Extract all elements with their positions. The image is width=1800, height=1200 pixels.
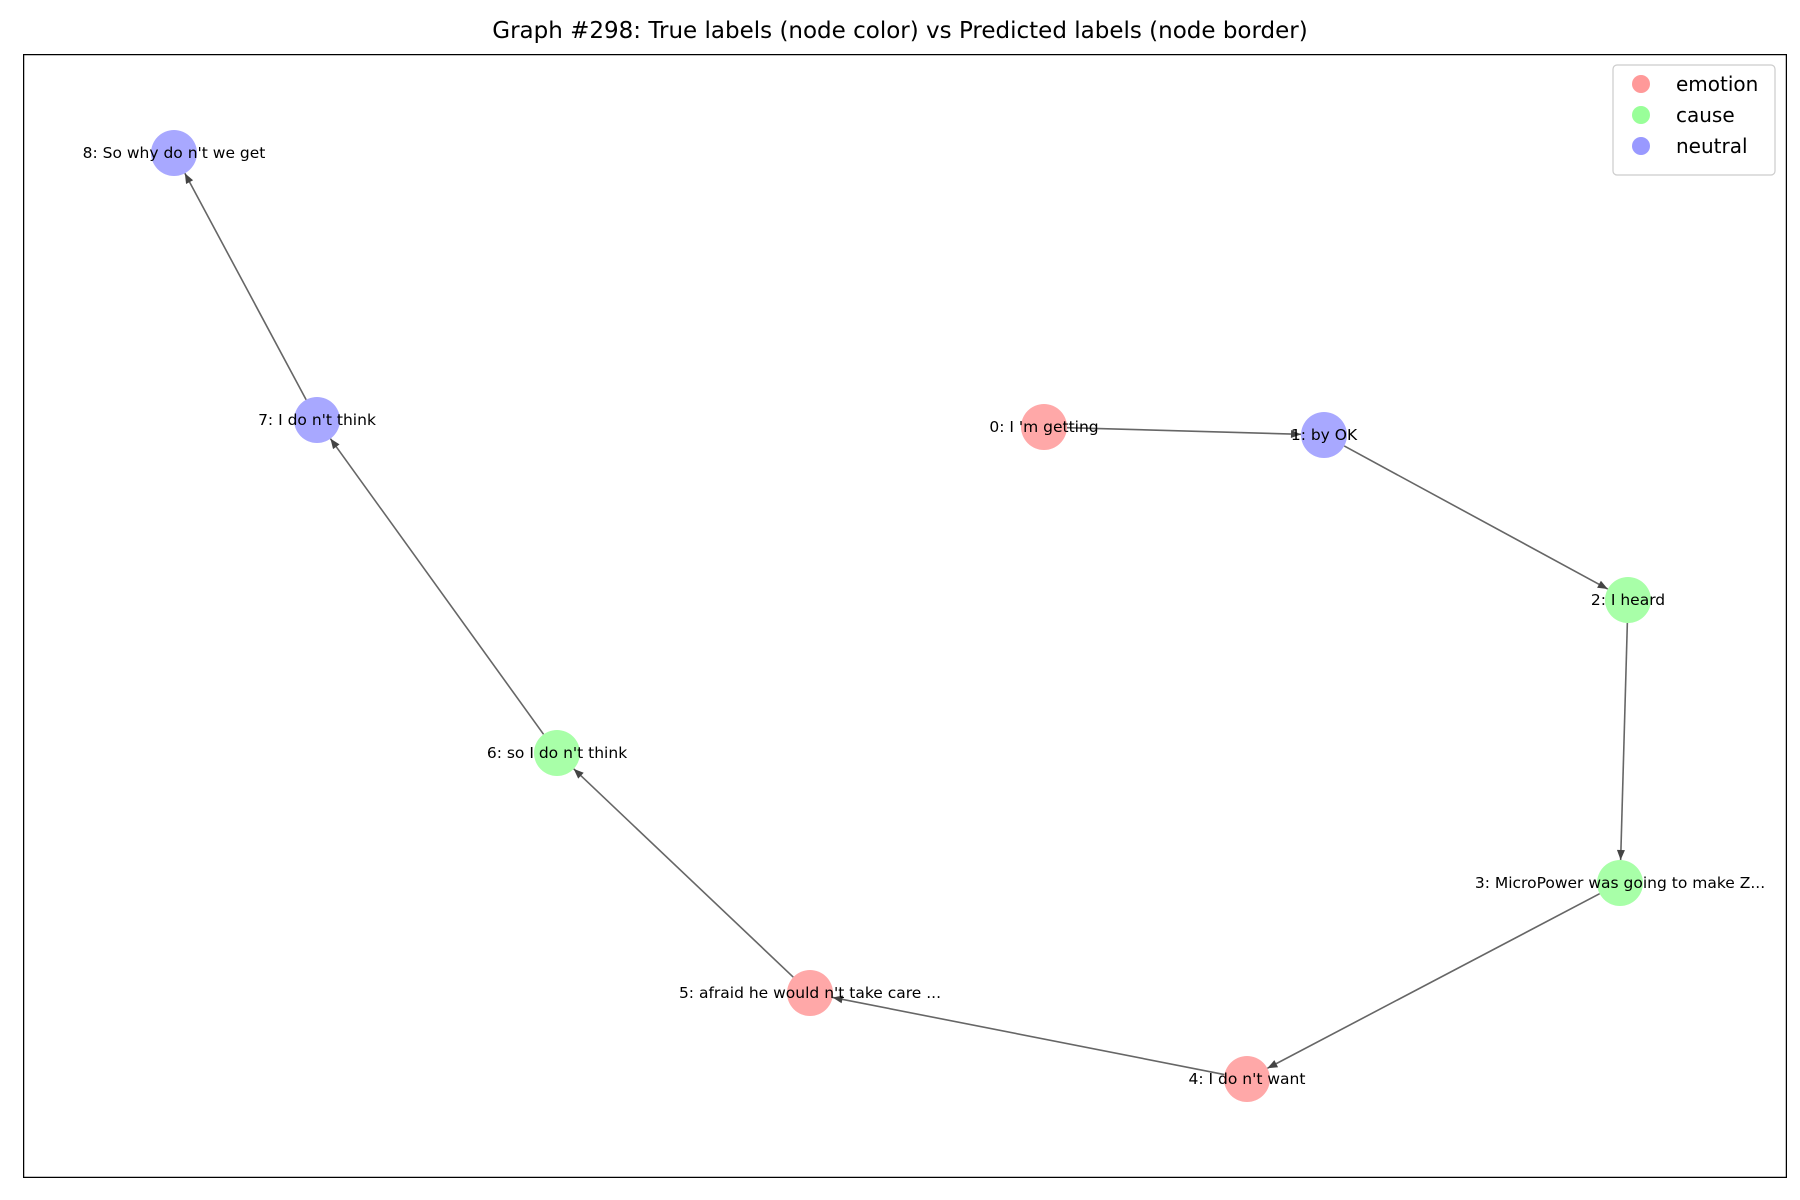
node-1[interactable] [1301, 412, 1347, 458]
node-2[interactable] [1605, 577, 1651, 623]
edge-4-5 [832, 996, 1225, 1076]
node-label-4: 4: I do n't want [1189, 1070, 1306, 1088]
node-3[interactable] [1597, 860, 1643, 906]
legend-marker-neutral [1632, 137, 1650, 155]
edge-arrowhead-0-1 [1290, 430, 1302, 439]
chart-title: Graph #298: True labels (node color) vs … [492, 18, 1308, 44]
node-4[interactable] [1224, 1056, 1270, 1102]
node-0[interactable] [1021, 404, 1067, 450]
edge-arrowhead-6-7 [330, 438, 340, 450]
node-6[interactable] [534, 730, 580, 776]
node-label-2: 2: I heard [1591, 591, 1665, 609]
node-label-5: 5: afraid he would n't take care ... [679, 984, 941, 1002]
node-7[interactable] [294, 397, 340, 443]
legend-marker-emotion [1632, 75, 1650, 93]
edge-arrowhead-7-8 [184, 173, 194, 184]
edge-arrowhead-3-4 [1267, 1060, 1279, 1069]
node-label-1: 1: by OK [1291, 426, 1358, 444]
plot-frame [23, 54, 1787, 1178]
legend-label-emotion: emotion [1676, 72, 1758, 96]
node-label-3: 3: MicroPower was going to make Z... [1475, 874, 1765, 892]
node-5[interactable] [787, 970, 833, 1016]
legend-marker-cause [1632, 106, 1650, 124]
edge-6-7 [329, 438, 545, 735]
edge-arrowhead-4-5 [832, 995, 844, 1004]
legend: emotion cause neutral [1612, 64, 1776, 176]
edge-arrowhead-1-2 [1597, 580, 1608, 590]
nodes-layer [151, 130, 1651, 1102]
edges-layer [184, 172, 1629, 1076]
edge-arrowhead-5-6 [573, 768, 584, 779]
graph-canvas: 0: I 'm getting 1: by OK 2: I heard 3: Micr… [23, 54, 1787, 1178]
legend-label-cause: cause [1676, 103, 1735, 127]
node-label-0: 0: I 'm getting [989, 418, 1098, 436]
edge-1-2 [1343, 445, 1609, 590]
edge-5-6 [573, 768, 794, 978]
edge-3-4 [1266, 892, 1601, 1070]
node-label-8: 8: So why do n't we get [83, 144, 266, 162]
legend-label-neutral: neutral [1676, 134, 1748, 158]
labels-layer: 0: I 'm getting 1: by OK 2: I heard 3: Micr… [83, 144, 1766, 1088]
node-label-6: 6: so I do n't think [487, 744, 627, 762]
edge-arrowhead-2-3 [1616, 849, 1625, 861]
edge-2-3 [1619, 622, 1629, 861]
edge-7-8 [184, 172, 307, 401]
edge-0-1 [1066, 426, 1302, 436]
node-8[interactable] [151, 130, 197, 176]
legend-box [1612, 64, 1776, 176]
node-label-7: 7: I do n't think [258, 411, 376, 429]
